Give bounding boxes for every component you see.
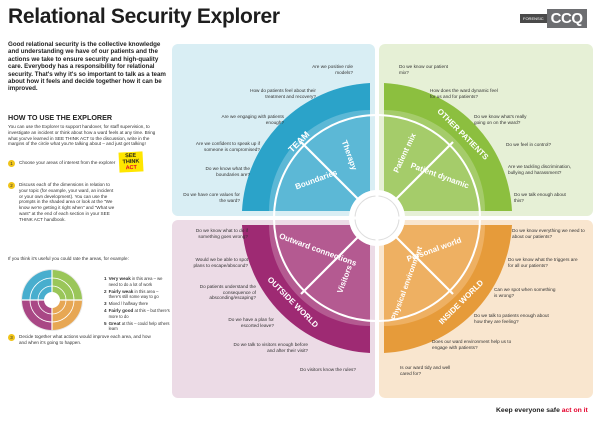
mini-inside-world-quadrant [52, 300, 82, 330]
logo-line-1: FORENSIC [523, 16, 544, 21]
other-patients-question-3: Do we know what's really going on on the… [474, 114, 527, 125]
team-question-5: Do we know what the boundaries are? [205, 166, 250, 177]
inside-world-question-5: Does our ward environment help us to eng… [432, 339, 512, 350]
team-question-3: Are we engaging with patients enough? [221, 114, 284, 125]
mini-outside-world-quadrant [22, 300, 52, 330]
step-number-1: 1 [8, 160, 15, 167]
outside-world-question-2: Would we be able to spot plans to escape… [193, 257, 248, 268]
step-number-2: 2 [8, 182, 15, 189]
outside-world-question-1: Do we know what to do if something goes … [195, 228, 248, 239]
inside-world-question-2: Do we know what the triggers are for all… [508, 257, 578, 268]
page-title: Relational Security Explorer [8, 5, 280, 28]
other-patients-question-2: How does the ward dynamic feel for us an… [430, 88, 498, 99]
step-2: 2 Discuss each of the dimensions in rela… [8, 182, 118, 223]
step-1: 1 Choose your areas of interest from the… [8, 160, 116, 167]
outside-world-question-6: Do visitors know the rules? [299, 367, 356, 372]
outside-world-question-3: Do patients understand the consequence o… [199, 284, 256, 301]
footer-tagline: Keep everyone safe act on it [496, 407, 588, 414]
other-patients-question-6: Do we talk enough about this? [514, 192, 566, 203]
team-question-2: How do patients feel about their treatme… [250, 88, 316, 99]
intro-text: Good relational security is the collecti… [8, 41, 166, 93]
inside-world-question-1: Do we know everything we need to about o… [512, 228, 585, 239]
footer-text: Keep everyone safe [496, 407, 560, 414]
mini-rating-wheel [21, 269, 83, 331]
outside-world-question-5: Do we talk to visitors enough before and… [233, 342, 308, 353]
step-1-text: Choose your areas of interest from the e… [19, 160, 116, 165]
step-3-text: Decide together what actions would impro… [19, 334, 151, 345]
relational-wheel: TEAM OTHER PATIENTS OUTSIDE WORLD INSIDE… [237, 78, 517, 358]
other-patients-question-1: Do we know our patient mix? [399, 64, 448, 75]
logo-ccq-mark: CCQ [546, 9, 587, 28]
step-3: 3 Decide together what actions would imp… [8, 334, 158, 346]
team-question-6: Do we have core values for the ward? [183, 192, 240, 203]
inside-world-question-6: Is our ward tidy and well cared for? [400, 365, 451, 376]
inside-world-question-3: Can we spot when something is wrong? [494, 287, 556, 298]
howto-paragraph: You can use the Explorer to support hand… [8, 124, 156, 147]
team-question-4: Are we confident to speak up if someone … [195, 141, 260, 152]
forensic-ccq-logo: FORENSIC CCQ [520, 9, 587, 28]
step-number-3: 3 [8, 334, 15, 341]
outside-world-question-4: Do we have a plan for escorted leave? [228, 317, 274, 328]
mini-team-quadrant [22, 270, 52, 300]
logo-forensic-text: FORENSIC [520, 14, 547, 23]
other-patients-question-5: Are we tackling discrimination, bullying… [508, 164, 572, 175]
howto-heading: HOW TO USE THE EXPLORER [8, 113, 113, 122]
inside-world-question-4: Do we talk to patients enough about how … [474, 313, 549, 324]
other-patients-question-4: Do we feel in control? [506, 142, 552, 147]
mini-other-patients-quadrant [52, 270, 82, 300]
rating-intro: If you think it's useful you could rate … [8, 256, 129, 261]
step-2-text: Discuss each of the dimensions in relati… [19, 182, 115, 222]
team-question-1: Are we positive role models? [312, 64, 353, 75]
footer-accent: act on it [561, 407, 588, 414]
